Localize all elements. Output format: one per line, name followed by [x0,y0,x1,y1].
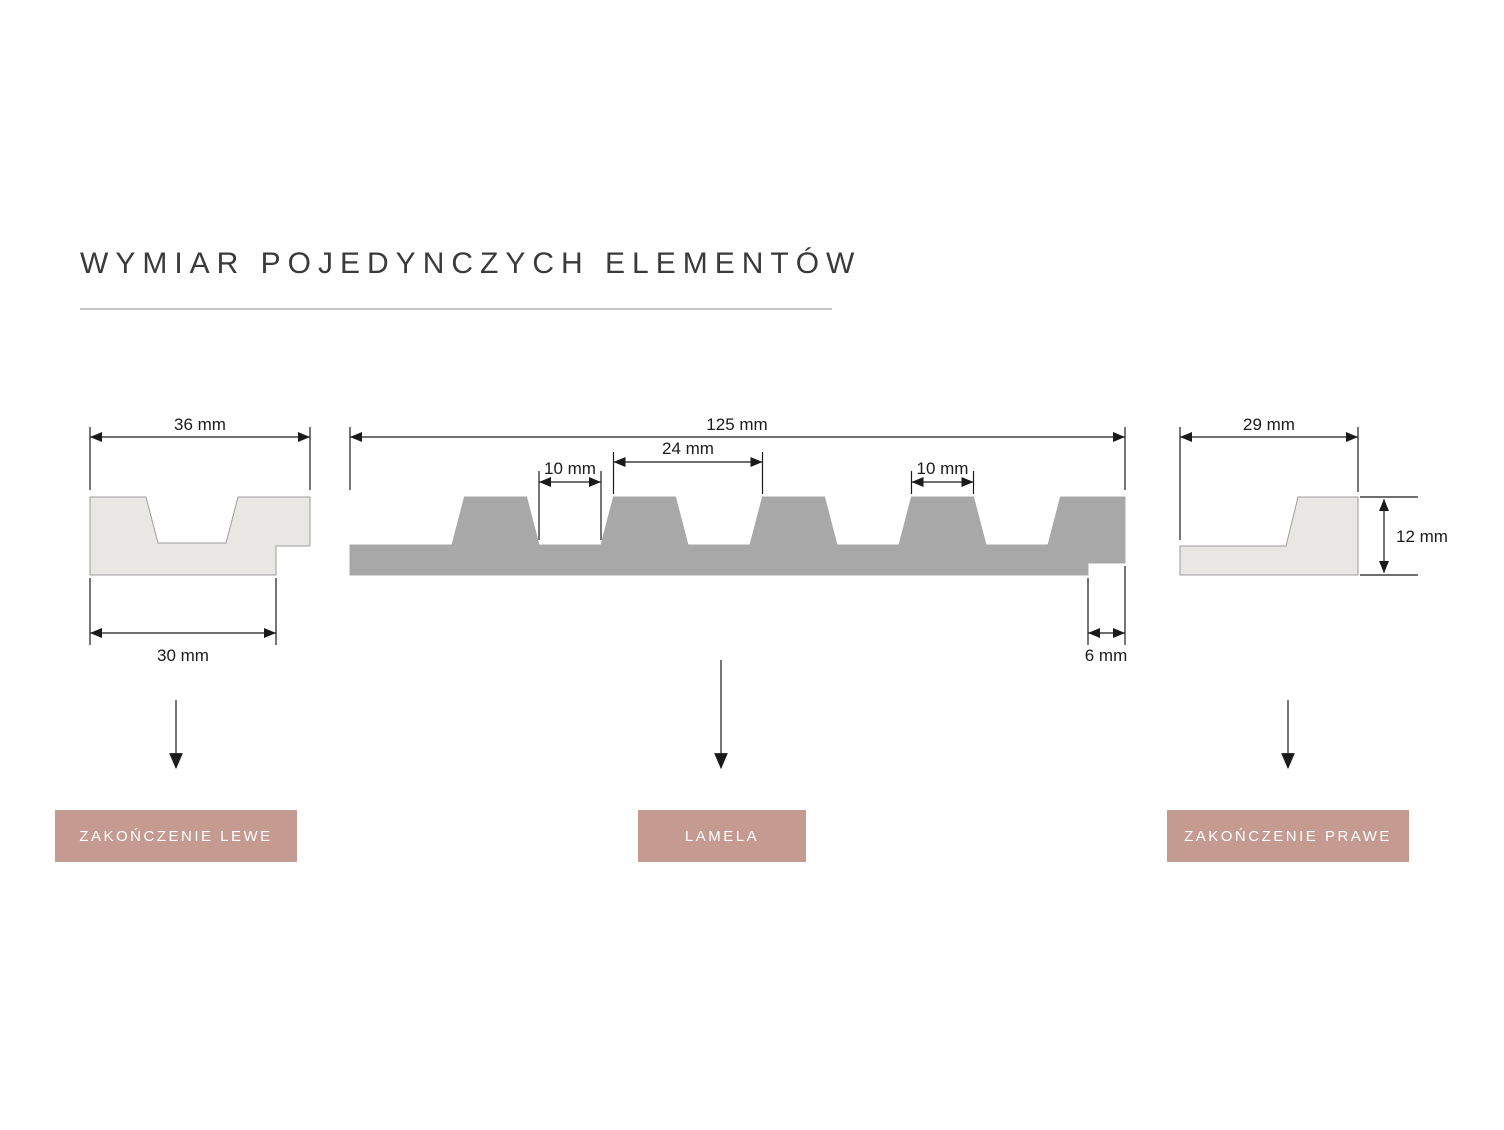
dim-value-10mm-slat: 10 mm [917,459,969,478]
dim-value-6mm: 6 mm [1085,646,1128,665]
lamela-profile [349,496,1126,576]
page-title: WYMIAR POJEDYNCZYCH ELEMENTÓW [80,247,862,280]
dim-lamela-gap-width: 10 mm [538,459,602,540]
dim-right-end-height: 12 mm [1360,496,1448,576]
dim-lamela-bottom-step: 6 mm [1085,566,1128,665]
dim-value-10mm-gap: 10 mm [544,459,596,478]
title-divider [80,308,832,310]
dim-lamela-total-width: 125 mm [349,415,1126,490]
dim-left-end-top-width: 36 mm [89,415,311,490]
dim-value-125mm: 125 mm [706,415,767,434]
right-end-profile [1179,496,1359,576]
dim-lamela-slat-top-width: 10 mm [910,459,975,494]
label-lamela: LAMELA [638,810,806,862]
dim-value-36mm: 36 mm [174,415,226,434]
label-zakonczenie-prawe: ZAKOŃCZENIE PRAWE [1167,810,1409,862]
dim-value-12mm: 12 mm [1396,527,1448,546]
dim-value-24mm: 24 mm [662,439,714,458]
dim-value-29mm: 29 mm [1243,415,1295,434]
label-zakonczenie-lewe: ZAKOŃCZENIE LEWE [55,810,297,862]
left-end-profile [89,496,311,576]
dim-right-end-top-width: 29 mm [1179,415,1359,540]
dim-value-30mm: 30 mm [157,646,209,665]
dim-lamela-pitch: 24 mm [612,439,764,494]
dim-left-end-bottom-width: 30 mm [89,578,277,665]
